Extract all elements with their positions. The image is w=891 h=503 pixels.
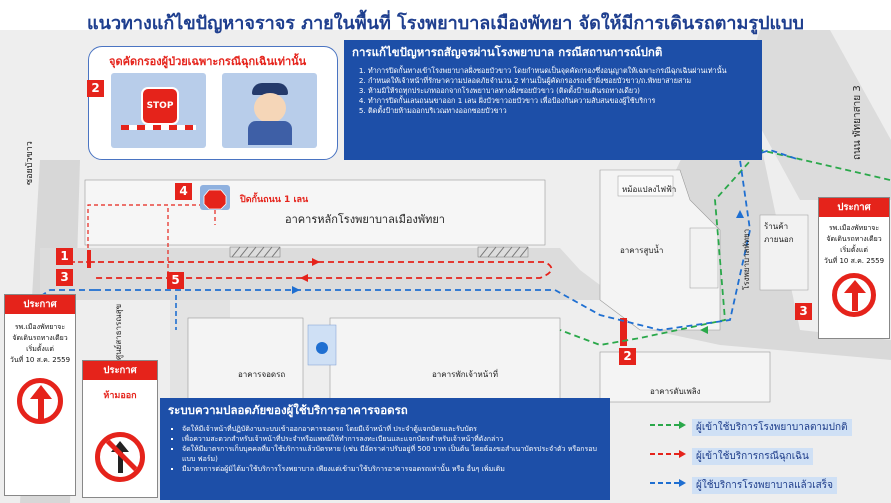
stop-sign-icon xyxy=(200,185,230,210)
notice-line: รพ.เมืองพัทยาจะ xyxy=(828,224,880,232)
list-item: เพื่อความสะดวกสำหรับเจ้าหน้าที่ประจำหรือ… xyxy=(182,434,602,444)
notice-right: ประกาศ รพ.เมืองพัทยาจะ จัดเดินรถทางเดียว… xyxy=(818,197,890,339)
safety-heading: ระบบความปลอดภัยของผู้ใช้บริการอาคารจอดรถ xyxy=(168,403,408,417)
list-item: ห้ามมิให้รถทุกประเภทออกจากโรงพยาบาลทางฝั… xyxy=(368,86,754,96)
list-item: กำหนดให้เจ้าหน้าที่รักษาความปลอดภัยจำนวน… xyxy=(368,76,754,86)
road3-label: ถนน พัทยาสาย 3 xyxy=(852,85,863,160)
up-arrow-sign-icon xyxy=(832,273,876,317)
notice-line: วันที่ 10 ส.ค. 2559 xyxy=(823,257,885,265)
notice-line: จัดเดินรถทางเดียว xyxy=(12,334,68,342)
legend-line-green xyxy=(650,421,686,429)
marker-3b: 3 xyxy=(795,303,812,320)
pattaya-hospital-label: โรงพยาบาลพัทยา xyxy=(742,228,751,290)
emergency-route xyxy=(88,261,553,279)
no-entry-sign-icon xyxy=(95,432,145,482)
list-item: จัดให้มีเจ้าหน้าที่ปฏิบัติงานระบบเข้าออก… xyxy=(182,424,602,434)
notice-line: เริ่มตั้งแต่ xyxy=(840,246,868,254)
marker-2b: 2 xyxy=(619,348,636,365)
leaving-route xyxy=(95,149,801,331)
marker-5: 5 xyxy=(167,272,184,289)
main-building-shape xyxy=(84,179,546,246)
shop-label: ร้านค้า ภายนอก xyxy=(764,222,794,244)
page-title: แนวทางแก้ไขปัญหาจราจร ภายในพื้นที่ โรงพย… xyxy=(87,13,804,34)
list-item: ทำการปิดกั้นเลนถนนขาออก 1 เลน ฝั่งบัวขาว… xyxy=(368,96,754,106)
parking-building-label: อาคารจอดรถ xyxy=(238,370,286,379)
solution-list: ทำการปิดกั้นทางเข้าโรงพยาบาลฝั่งซอยบัวขา… xyxy=(352,66,754,116)
stop-sign-icon: STOP xyxy=(141,87,179,125)
safety-panel: ระบบความปลอดภัยของผู้ใช้บริการอาคารจอดรถ… xyxy=(160,398,610,500)
legend-label: ผู้ใช้บริการโรงพยาบาลแล้วเสร็จ xyxy=(692,477,838,494)
police-icon xyxy=(222,73,317,148)
marker-1: 1 xyxy=(56,248,73,265)
notice-no-exit: ประกาศ ห้ามออก xyxy=(82,360,158,498)
marker-3a: 3 xyxy=(56,269,73,286)
list-item: ทำการปิดกั้นทางเข้าโรงพยาบาลฝั่งซอยบัวขา… xyxy=(368,66,754,76)
screening-title: จุดคัดกรองผู้ป่วยเฉพาะกรณีฉุกเฉินเท่านั้… xyxy=(109,55,307,68)
legend-line-blue xyxy=(650,479,686,487)
soi-label: ซอยบัวขาว xyxy=(25,141,35,185)
notice-header: ประกาศ xyxy=(83,361,157,380)
notice-line: เริ่มตั้งแต่ xyxy=(26,345,54,353)
legend-item-emergency: ผู้เข้าใช้บริการกรณีฉุกเฉิน xyxy=(648,443,878,465)
no-exit-text: ห้ามออก xyxy=(103,391,137,401)
transformer-label: หม้อแปลงไฟฟ้า xyxy=(622,185,677,194)
legend-item-normal: ผู้เข้าใช้บริการโรงพยาบาลตามปกติ xyxy=(648,414,878,436)
barrier-2 xyxy=(620,318,627,346)
barrier-hatch-right xyxy=(477,246,529,258)
list-item: มีมาตรการต่อผู้มิได้มาใช้บริการโรงพยาบาล… xyxy=(182,464,602,474)
main-building-label: อาคารหลักโรงพยาบาลเมืองพัทยา xyxy=(285,213,445,226)
fire-building-label: อาคารดับเพลิง xyxy=(650,387,701,396)
list-item: ติดตั้งป้ายห้ามออกบริเวณทางออกซอยบัวขาว xyxy=(368,106,754,116)
barrier-photo: STOP xyxy=(111,73,206,148)
up-arrow-sign-icon xyxy=(17,378,63,424)
water-building-label: อาคารสูบน้ำ xyxy=(620,246,664,255)
barrier-1 xyxy=(87,250,91,268)
solution-heading: การแก้ไขปัญหารถสัญจรผ่านโรงพยาบาล กรณีสถ… xyxy=(352,45,663,59)
staff-residence-label: อาคารพักเจ้าหน้าที่ xyxy=(432,370,498,379)
legend-label: ผู้เข้าใช้บริการกรณีฉุกเฉิน xyxy=(692,448,813,465)
health-center-label: ศูนย์สาธารณสุข xyxy=(114,303,123,360)
barrier-hatch-left xyxy=(229,246,281,258)
notice-line: วันที่ 10 ส.ค. 2559 xyxy=(9,356,71,364)
notice-header: ประกาศ xyxy=(819,198,889,217)
notice-line: จัดเดินรถทางเดียว xyxy=(826,235,882,243)
legend-item-finished: ผู้ใช้บริการโรงพยาบาลแล้วเสร็จ xyxy=(648,472,878,494)
solution-panel: การแก้ไขปัญหารถสัญจรผ่านโรงพยาบาล กรณีสถ… xyxy=(344,40,762,160)
notice-header: ประกาศ xyxy=(5,295,75,314)
notice-line: รพ.เมืองพัทยาจะ xyxy=(14,323,66,331)
screening-box: จุดคัดกรองผู้ป่วยเฉพาะกรณีฉุกเฉินเท่านั้… xyxy=(88,46,338,160)
marker-2a: 2 xyxy=(87,80,104,97)
legend-line-red xyxy=(650,450,686,458)
notice-left: ประกาศ รพ.เมืองพัทยาจะ จัดเดินรถทางเดียว… xyxy=(4,294,76,496)
safety-list: จัดให้มีเจ้าหน้าที่ปฏิบัติงานระบบเข้าออก… xyxy=(168,424,602,474)
marker-4: 4 xyxy=(175,183,192,200)
legend-label: ผู้เข้าใช้บริการโรงพยาบาลตามปกติ xyxy=(692,419,852,436)
list-item: จัดให้มีมาตรการเก็บบุคคลที่มาใช้บริการแล… xyxy=(182,444,602,464)
close-lane-label: ปิดกั้นถนน 1 เลน xyxy=(240,195,309,205)
barrier-bar xyxy=(121,125,196,130)
